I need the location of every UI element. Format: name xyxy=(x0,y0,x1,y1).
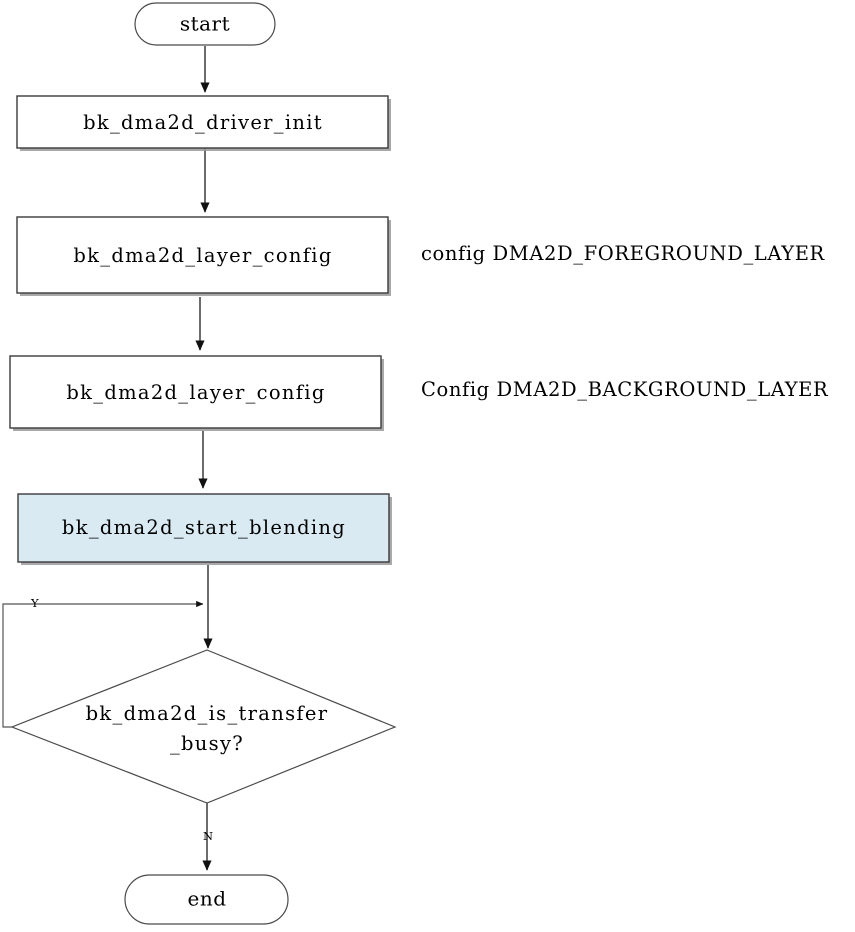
node-start-label: start xyxy=(180,12,230,36)
edge-label-no: N xyxy=(203,829,213,843)
node-layer-config-fg[interactable]: bk_dma2d_layer_config xyxy=(16,216,391,296)
node-start[interactable]: start xyxy=(134,2,276,46)
node-layer-config-fg-label: bk_dma2d_layer_config xyxy=(73,244,332,267)
node-start-blending-box[interactable] xyxy=(17,493,390,563)
node-driver-init[interactable]: bk_dma2d_driver_init xyxy=(16,95,391,151)
node-is-transfer-busy-shape[interactable] xyxy=(10,649,397,804)
node-layer-config-bg-label: bk_dma2d_layer_config xyxy=(66,381,325,404)
edge-decision-yes-loop xyxy=(2,600,204,728)
annotation-background-layer: Config DMA2D_BACKGROUND_LAYER xyxy=(421,378,829,401)
node-end[interactable]: end xyxy=(124,874,289,925)
edge-label-yes: Y xyxy=(30,596,39,610)
annotation-foreground-layer: config DMA2D_FOREGROUND_LAYER xyxy=(421,242,826,265)
node-start-blending[interactable]: bk_dma2d_start_blending xyxy=(17,493,392,565)
node-is-transfer-busy-label-line2: _busy? xyxy=(170,732,244,755)
node-driver-init-label: bk_dma2d_driver_init xyxy=(83,111,323,134)
node-layer-config-bg[interactable]: bk_dma2d_layer_config xyxy=(9,355,384,431)
node-is-transfer-busy-label-line1: bk_dma2d_is_transfer xyxy=(86,702,329,725)
node-start-blending-label: bk_dma2d_start_blending xyxy=(62,516,346,539)
node-is-transfer-busy[interactable]: bk_dma2d_is_transfer _busy? xyxy=(10,649,397,804)
node-end-label: end xyxy=(187,887,226,911)
